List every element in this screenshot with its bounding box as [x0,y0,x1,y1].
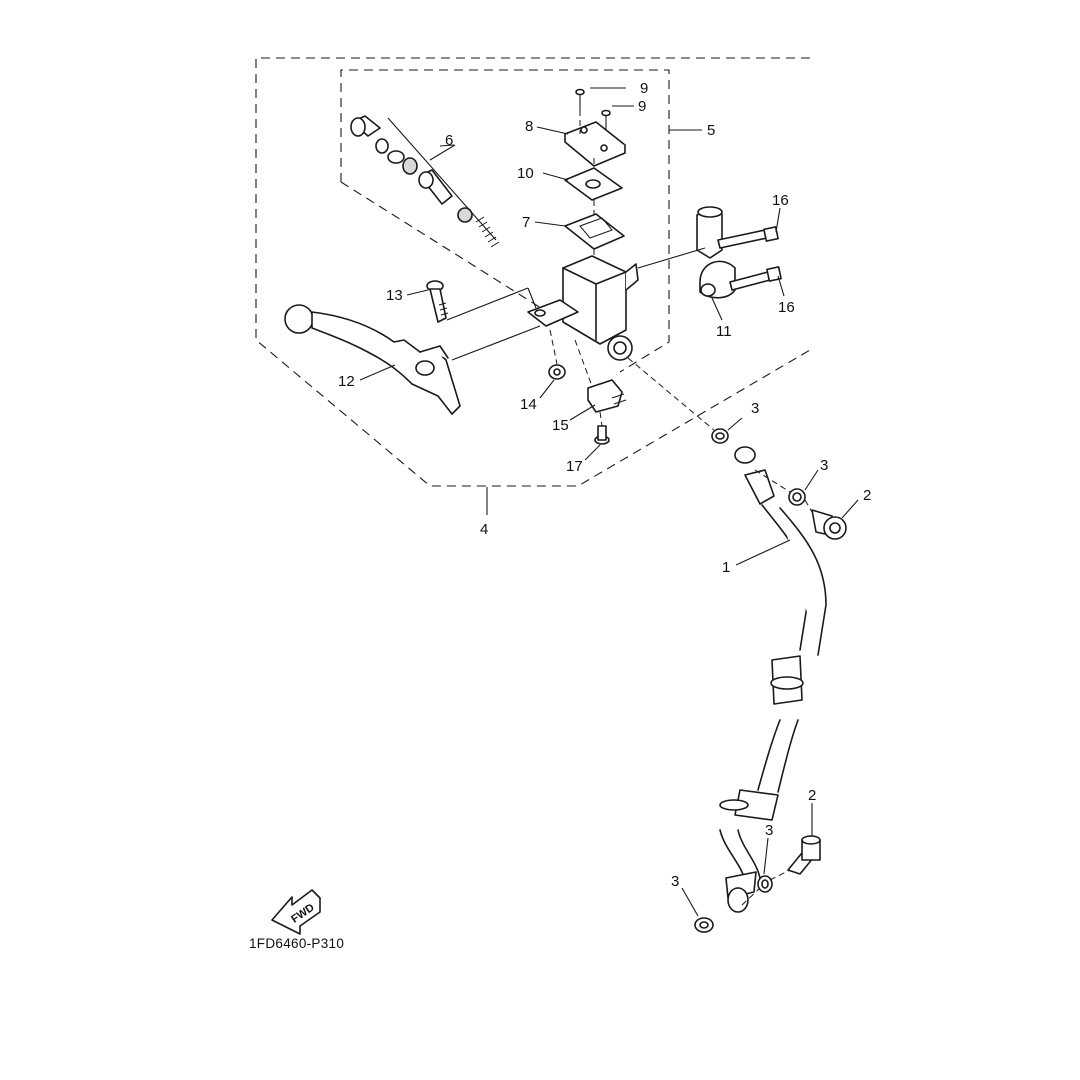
callout-6: 6 [445,132,453,149]
brake-hose [719,446,827,913]
callout-14: 14 [520,396,537,413]
piston-kit [350,115,500,248]
callout-2-upper: 2 [863,487,871,504]
forward-direction-arrow: FWD [271,889,321,935]
callout-13: 13 [386,287,403,304]
callout-4: 4 [480,521,488,538]
lever-nut [548,364,566,380]
switch-screw [594,425,610,445]
assembly-5-boundary [340,69,670,373]
callout-11: 11 [716,323,732,340]
diaphragm [564,213,625,250]
union-bolt-upper [811,509,847,540]
holder-bolts [717,226,782,291]
brake-lever [284,304,461,415]
callout-16-upper: 16 [772,192,789,209]
master-cylinder-body [527,255,639,361]
callout-7: 7 [522,214,530,231]
callout-1: 1 [722,559,730,576]
callout-3-c: 3 [765,822,773,839]
handlebar-holder [696,206,736,299]
callout-12: 12 [338,373,355,390]
callout-3-a: 3 [751,400,759,417]
callout-3-b: 3 [820,457,828,474]
assembly-4-boundary [255,57,811,487]
diaphragm-plate [564,167,623,201]
callout-15: 15 [552,417,569,434]
brake-switch [587,379,627,413]
cap-screws [575,88,611,130]
pivot-bolt [426,280,449,323]
callout-10: 10 [517,165,534,182]
callout-16-lower: 16 [778,299,795,316]
callout-labels: 9 9 8 5 6 10 16 7 13 16 11 12 14 3 15 17… [338,80,871,890]
union-bolt-lower [787,835,821,875]
callout-8: 8 [525,118,533,135]
callout-2-lower: 2 [808,787,816,804]
assembly-centerlines [446,110,813,906]
reservoir-cap [564,121,626,167]
callout-3-d: 3 [671,873,679,890]
callout-leaders [359,87,859,917]
callout-5: 5 [707,122,715,139]
callout-9-lower: 9 [638,98,646,115]
diagram-part-code: 1FD6460-P310 [249,936,344,951]
callout-17: 17 [566,458,583,475]
callout-9-top: 9 [640,80,648,97]
washers [694,428,806,933]
